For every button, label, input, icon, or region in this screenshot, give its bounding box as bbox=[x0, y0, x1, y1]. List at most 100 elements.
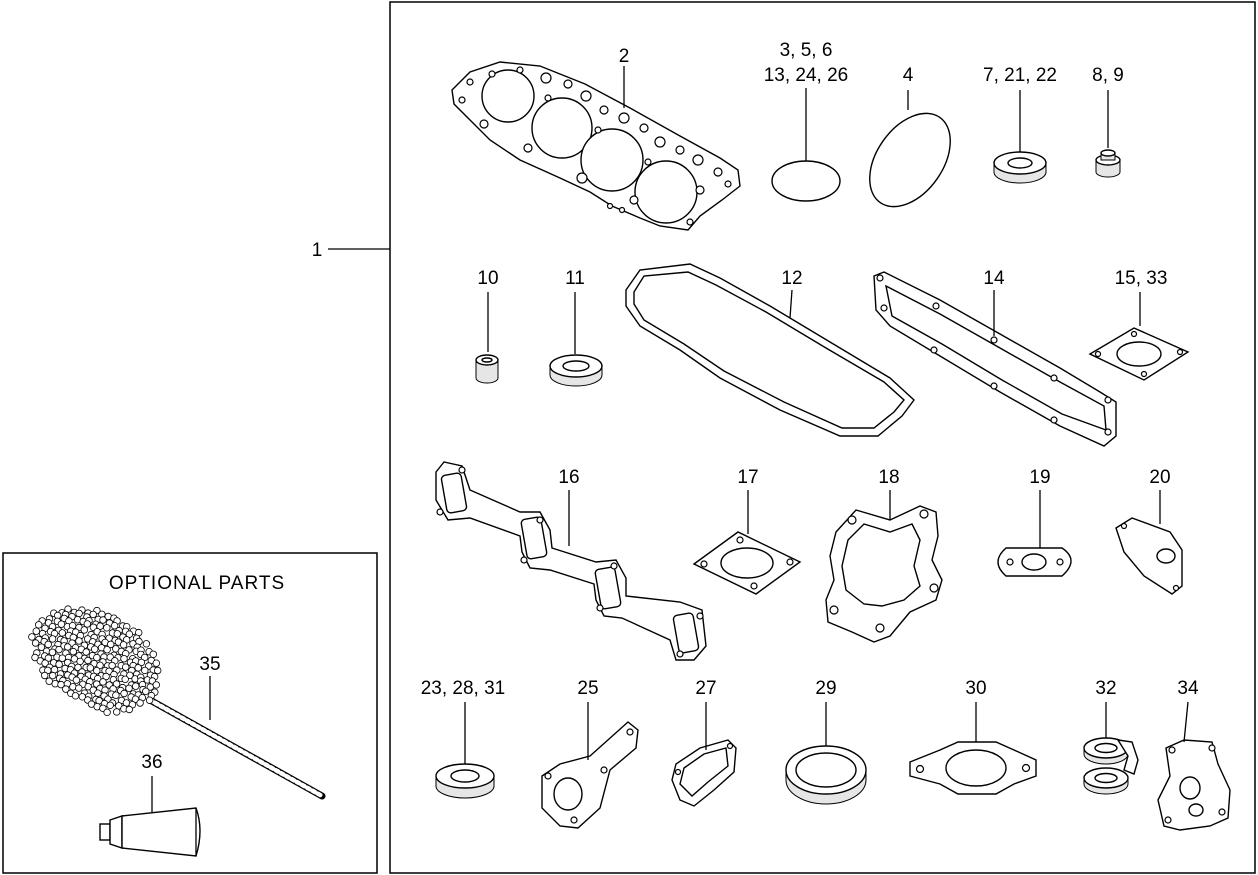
bristle bbox=[103, 646, 111, 654]
part-7-seal-ring bbox=[993, 151, 1047, 184]
bristle bbox=[89, 610, 97, 619]
bristle bbox=[140, 653, 149, 662]
part-20-shaped-gasket bbox=[1115, 517, 1183, 595]
bristle bbox=[125, 684, 133, 692]
bristle bbox=[137, 658, 146, 667]
bristle bbox=[112, 691, 120, 699]
part-10-bushing bbox=[475, 354, 499, 384]
optional-parts-frame bbox=[2, 552, 378, 874]
bristle bbox=[153, 666, 162, 675]
part-14-manifold-gasket bbox=[873, 271, 1117, 447]
part-17-square-gasket bbox=[692, 531, 802, 595]
part-19-oval-gasket bbox=[997, 547, 1072, 577]
bristle bbox=[136, 699, 144, 707]
bristle bbox=[119, 641, 128, 649]
bristle bbox=[48, 635, 57, 643]
bristle bbox=[55, 645, 63, 654]
part-34-plate-gasket bbox=[1157, 739, 1231, 831]
part-36-sealant-tube bbox=[99, 807, 201, 857]
bristle bbox=[82, 648, 90, 656]
bristle bbox=[101, 686, 109, 694]
part-2-head-gasket bbox=[451, 61, 741, 231]
callout-8: 8, 9 bbox=[1092, 65, 1124, 86]
callout-25: 25 bbox=[577, 678, 598, 699]
bristle bbox=[149, 650, 157, 658]
bristle bbox=[102, 672, 110, 681]
bristle bbox=[41, 671, 49, 680]
callout-14: 14 bbox=[983, 268, 1005, 289]
bristle bbox=[106, 640, 115, 649]
bristle bbox=[103, 624, 111, 632]
bristle bbox=[44, 640, 52, 649]
part-18-pump-gasket bbox=[825, 505, 943, 643]
bristle bbox=[134, 664, 142, 672]
bristle bbox=[112, 680, 121, 688]
optional-parts-title: OPTIONAL PARTS bbox=[109, 573, 285, 594]
bristle bbox=[110, 622, 119, 630]
part-15-square-gasket bbox=[1088, 327, 1190, 381]
callout-15: 15, 33 bbox=[1115, 268, 1168, 289]
leader-line-12 bbox=[789, 289, 793, 319]
callout-19: 19 bbox=[1029, 467, 1050, 488]
bristle bbox=[63, 643, 72, 651]
bristle bbox=[99, 616, 107, 624]
bristle bbox=[121, 663, 130, 671]
bristle bbox=[62, 685, 70, 693]
bristle bbox=[145, 696, 154, 704]
bristle bbox=[71, 692, 80, 700]
leader-line-34 bbox=[1183, 701, 1189, 743]
bristle bbox=[35, 621, 43, 629]
bristle bbox=[120, 655, 128, 663]
part-23-seal-ring bbox=[435, 763, 495, 799]
bristle bbox=[80, 626, 88, 634]
callout-36: 36 bbox=[141, 752, 162, 773]
bristle bbox=[28, 633, 36, 641]
bristle bbox=[31, 653, 39, 662]
bristle bbox=[48, 648, 57, 656]
bristle bbox=[131, 682, 140, 690]
bristle bbox=[86, 664, 94, 672]
callout-4: 4 bbox=[903, 65, 914, 86]
bristle bbox=[94, 689, 102, 697]
callout-18: 18 bbox=[878, 467, 899, 488]
bristle bbox=[44, 654, 53, 662]
bristle bbox=[90, 645, 99, 653]
main-parts-frame bbox=[389, 1, 1256, 874]
callout-34: 34 bbox=[1177, 678, 1199, 699]
part-27-shaped-gasket bbox=[671, 739, 737, 807]
bristle bbox=[41, 659, 49, 667]
part-8-valve-stem-seal bbox=[1095, 149, 1121, 178]
part-12-cover-gasket bbox=[625, 263, 915, 437]
bristle bbox=[93, 667, 101, 675]
part-4-large-o-ring bbox=[869, 112, 951, 208]
part-35-cleaning-brush bbox=[28, 605, 326, 800]
callout-17: 17 bbox=[737, 467, 758, 488]
bristle bbox=[141, 666, 149, 675]
bristle bbox=[69, 647, 77, 656]
bristle bbox=[126, 671, 134, 679]
part-16-exhaust-gasket bbox=[435, 461, 707, 661]
callout-11: 11 bbox=[565, 268, 585, 289]
bristle bbox=[75, 684, 83, 692]
bristle bbox=[58, 629, 66, 637]
bristle bbox=[75, 637, 83, 645]
callout-13: 13, 24, 26 bbox=[764, 65, 849, 86]
bristle bbox=[152, 659, 160, 667]
bristle bbox=[55, 660, 63, 668]
callout-32: 32 bbox=[1095, 678, 1116, 699]
part-30-flange-gasket bbox=[909, 741, 1037, 795]
bristle bbox=[72, 676, 81, 684]
part-25-bracket-gasket bbox=[541, 721, 639, 829]
callout-12: 12 bbox=[781, 268, 802, 289]
callout-35: 35 bbox=[199, 654, 220, 675]
bristle bbox=[49, 671, 57, 680]
callout-30: 30 bbox=[965, 678, 986, 699]
bristle bbox=[84, 683, 92, 691]
bristle bbox=[103, 708, 111, 716]
callout-23: 23, 28, 31 bbox=[421, 678, 506, 699]
bristle bbox=[31, 639, 40, 647]
bristle bbox=[112, 708, 121, 716]
callout-3: 3, 5, 6 bbox=[780, 40, 833, 61]
callout-7: 7, 21, 22 bbox=[983, 65, 1057, 86]
